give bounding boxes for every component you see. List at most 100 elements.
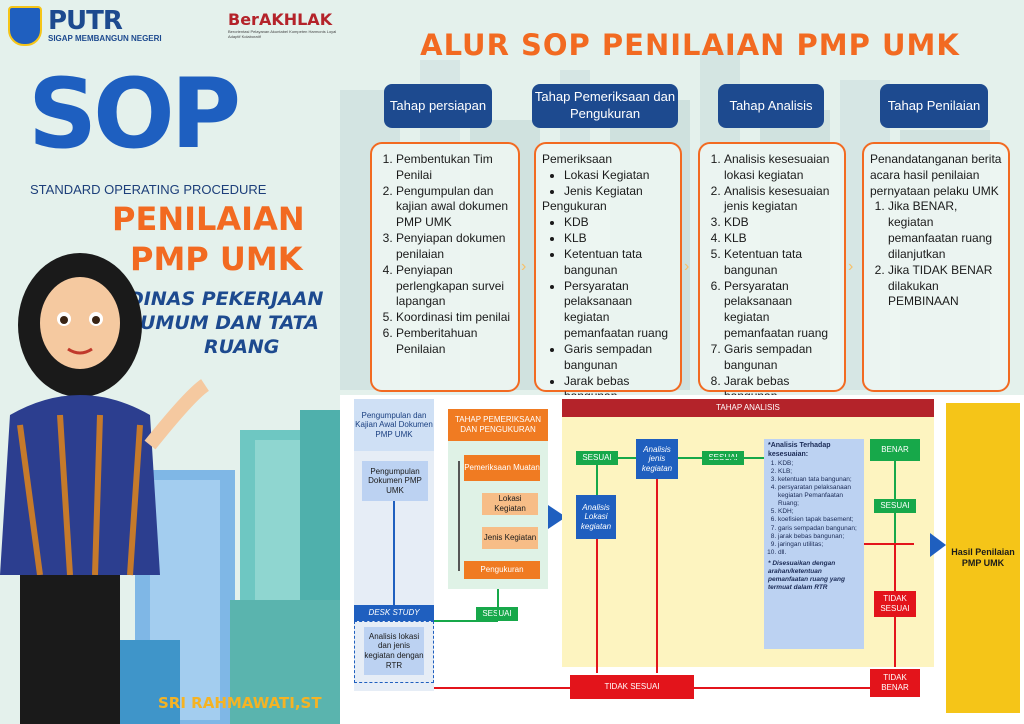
list-item: Pengumpulan dan kajian awal dokumen PMP … — [396, 184, 512, 231]
persiapan-list: Pembentukan Tim PenilaiPengumpulan dan k… — [378, 152, 512, 358]
list-item: KLB — [564, 231, 674, 247]
flow-tidak-sesuai-bottom: TIDAK SESUAI — [570, 675, 694, 699]
flow-connector — [678, 457, 764, 459]
arrow-right-icon: › — [684, 258, 690, 275]
flow-analisis-box: *Analisis Terhadap kesesuaian: KDB;KLB;k… — [764, 439, 864, 649]
list-item: KLB; — [778, 468, 860, 476]
list-item: ketentuan tata bangunan; — [778, 476, 860, 484]
arrow-right-icon: › — [848, 258, 854, 275]
flow-connector — [864, 543, 914, 545]
flow-sesuai-4-text: SESUAI — [880, 501, 910, 511]
sop-subtitle: STANDARD OPERATING PROCEDURE — [30, 182, 267, 197]
list-item: dll. — [778, 549, 860, 557]
flow-jenis-kegiatan-text: Jenis Kegiatan — [483, 533, 537, 543]
flow-sesuai-4: SESUAI — [874, 499, 916, 513]
flow-analisis-list: KDB;KLB;ketentuan tata bangunan;persyara… — [768, 460, 860, 558]
flow-tidak-sesuai-right-text: TIDAK SESUAI — [880, 594, 910, 613]
woman-illustration — [0, 253, 210, 724]
list-item: Analisis kesesuaian jenis kegiatan — [724, 184, 838, 216]
list-item: Jenis Kegiatan — [564, 184, 674, 200]
list-item: jaringan utilitas; — [778, 541, 860, 549]
dinas-line-3: RUANG — [204, 336, 280, 358]
list-item: garis sempadan bangunan; — [778, 525, 860, 533]
dinas-line-1: DINAS PEKERJAAN — [128, 288, 324, 310]
stage-persiapan-label: Tahap persiapan — [389, 97, 487, 113]
list-item: Pembentukan Tim Penilai — [396, 152, 512, 184]
flow-connector — [393, 501, 395, 605]
flow-tahap-pemeriksaan: TAHAP PEMERIKSAAN DAN PENGUKURAN — [448, 409, 548, 441]
flow-hasil: Hasil Penilaian PMP UMK — [946, 403, 1020, 713]
penilaian-intro: Penandatanganan berita acara hasil penil… — [870, 152, 1002, 198]
list-item: Analisis kesesuaian lokasi kegiatan — [724, 152, 838, 184]
flow-desk-study-text: DESK STUDY — [368, 608, 420, 618]
stage-analisis-label: Tahap Analisis — [729, 97, 813, 113]
penilaian-list: Jika BENAR, kegiatan pemanfaatan ruang d… — [870, 199, 1002, 310]
flow-desk-study: DESK STUDY — [354, 605, 434, 621]
list-item: Garis sempadan bangunan — [724, 342, 838, 374]
flow-benar: BENAR — [870, 439, 920, 461]
list-item: Lokasi Kegiatan — [564, 168, 674, 184]
berakhlak-logo: BerAKHLAK Berorientasi Pelayanan Akuntab… — [228, 10, 338, 40]
stage-analisis: Tahap Analisis — [718, 84, 824, 128]
card-analisis: Analisis kesesuaian lokasi kegiatanAnali… — [698, 142, 846, 419]
flow-sesuai-2: SESUAI — [576, 451, 618, 465]
stage-pemeriksaan-label: Tahap Pemeriksaan dan Pengukuran — [534, 89, 676, 121]
list-item: KDB — [564, 215, 674, 231]
heading-penilaian: PENILAIAN — [112, 200, 305, 238]
berakhlak-tagline: Berorientasi Pelayanan Akuntabel Kompete… — [228, 29, 337, 39]
heading-pmp-umk: PMP UMK — [130, 240, 303, 278]
flow-pengumpulan-dok: Pengumpulan Dokumen PMP UMK — [362, 461, 428, 501]
card-persiapan: Pembentukan Tim PenilaiPengumpulan dan k… — [370, 142, 520, 392]
dinas-line-2: UMUM DAN TATA — [140, 312, 319, 334]
stage-pemeriksaan: Tahap Pemeriksaan dan Pengukuran — [532, 84, 678, 128]
flow-tahap-analisis-text: TAHAP ANALISIS — [716, 403, 780, 413]
flow-connector — [458, 461, 460, 571]
flow-tidak-benar-text: TIDAK BENAR — [881, 673, 909, 692]
stage-persiapan: Tahap persiapan — [384, 84, 492, 128]
flow-connector — [596, 539, 598, 673]
flow-pengumpulan-kajian: Pengumpulan dan Kajian Awal Dokumen PMP … — [354, 399, 434, 451]
flow-hasil-arrow-icon — [930, 533, 946, 557]
list-item: Pemberitahuan Penilaian — [396, 326, 512, 358]
flow-benar-text: BENAR — [881, 445, 909, 455]
flow-tidak-sesuai-bottom-text: TIDAK SESUAI — [604, 682, 660, 692]
list-item: Ketentuan tata bangunan — [564, 247, 674, 279]
list-item: jarak bebas bangunan; — [778, 533, 860, 541]
page-title: ALUR SOP PENILAIAN PMP UMK — [420, 28, 960, 62]
flow-connector — [596, 465, 598, 495]
flow-pengukuran: Pengukuran — [464, 561, 540, 579]
pengukuran-heading: Pengukuran — [542, 199, 607, 214]
flow-analisis-lokasi: Analisis Lokasi kegiatan — [576, 495, 616, 539]
flow-jenis-kegiatan: Jenis Kegiatan — [482, 527, 538, 549]
flowchart: Pengumpulan dan Kajian Awal Dokumen PMP … — [340, 395, 1024, 724]
flow-lokasi-kegiatan: Lokasi Kegiatan — [482, 493, 538, 515]
flow-lokasi-kegiatan-text: Lokasi Kegiatan — [494, 494, 526, 513]
putr-logo: PUTR SIGAP MEMBANGUN NEGERI — [48, 6, 162, 43]
flow-pengumpulan-dok-text: Pengumpulan Dokumen PMP UMK — [368, 466, 422, 495]
flow-connector — [656, 479, 658, 673]
flow-analisis-note: * Disesuaikan dengan arahan/ketentuan pe… — [768, 560, 845, 592]
list-item: Persyaratan pelaksanaan kegiatan pemanfa… — [724, 279, 838, 342]
flow-connector — [497, 589, 499, 619]
flow-connector — [434, 620, 498, 622]
flow-tahap-analisis-header: TAHAP ANALISIS — [562, 399, 934, 417]
flow-sesuai-2-text: SESUAI — [582, 453, 612, 463]
author-name: SRI RAHMAWATI,ST — [158, 694, 322, 712]
flow-analisis-head: *Analisis Terhadap kesesuaian: — [768, 442, 831, 458]
flow-hasil-text: Hasil Penilaian PMP UMK — [951, 547, 1015, 568]
flow-pemeriksaan-muatan-text: Pemeriksaan Muatan — [464, 463, 540, 473]
flow-analisis-lokasi-jenis: Analisis lokasi dan jenis kegiatan denga… — [364, 627, 424, 675]
flow-connector — [894, 617, 896, 667]
arrow-right-icon: › — [521, 258, 527, 275]
list-item: Jika BENAR, kegiatan pemanfaatan ruang d… — [888, 199, 1002, 262]
sop-heading: SOP — [28, 58, 241, 170]
flow-connector — [434, 687, 570, 689]
analisis-list: Analisis kesesuaian lokasi kegiatanAnali… — [706, 152, 838, 421]
list-item: persyaratan pelaksanaan kegiatan Pemanfa… — [778, 484, 860, 508]
flow-analisis-jenis: Analisis jenis kegiatan — [636, 439, 678, 479]
list-item: Ketentuan tata bangunan — [724, 247, 838, 279]
flow-connector — [894, 461, 896, 499]
list-item: KDB — [724, 215, 838, 231]
